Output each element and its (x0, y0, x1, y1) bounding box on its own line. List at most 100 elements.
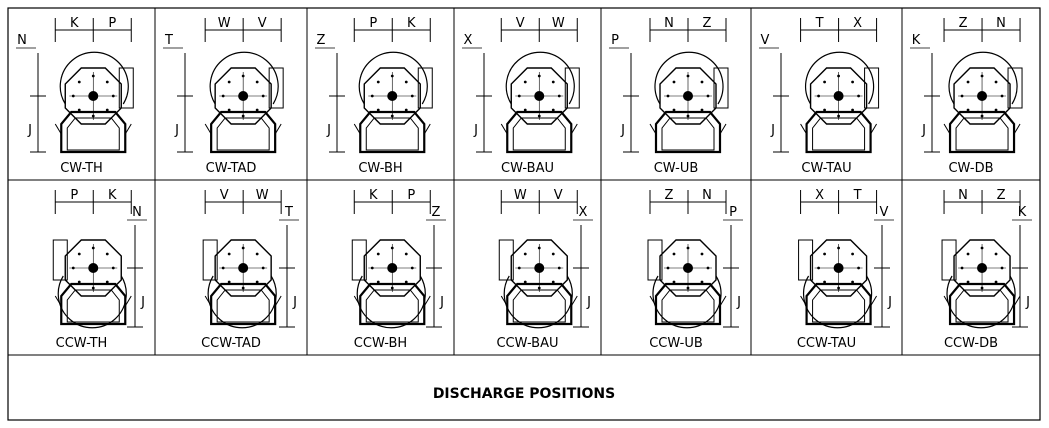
shaft (238, 263, 249, 273)
dimension-label: J (473, 123, 478, 138)
bolt-dot (980, 246, 984, 250)
bolt-dot (241, 74, 245, 78)
position-label: CCW-TAU (797, 336, 856, 351)
outlet (202, 239, 218, 281)
bolt-dot (686, 286, 690, 290)
base-frame-inner (365, 289, 419, 323)
bolt-dot (823, 80, 826, 84)
bolt-dot (105, 252, 109, 256)
bolt-dot (1000, 266, 1004, 270)
dimension-label: K (407, 16, 416, 31)
foot (124, 123, 132, 135)
shaft (387, 91, 398, 101)
bolt-dot (851, 280, 854, 284)
shaft (833, 91, 844, 101)
bolt-dot (837, 114, 840, 118)
dimension-label: J (292, 295, 297, 310)
bolt-dot (105, 108, 109, 112)
housing-octagon (953, 67, 1011, 125)
housing-octagon (214, 239, 272, 297)
bolt-dot (241, 114, 245, 118)
bolt-dot (261, 266, 265, 270)
shaft (683, 91, 693, 101)
foot (570, 123, 578, 135)
foot (870, 123, 878, 135)
bolt-dot (851, 108, 854, 112)
foot (870, 295, 878, 307)
housing-scroll (209, 51, 279, 105)
foot (124, 295, 132, 307)
bolt-dot (111, 94, 115, 98)
base-frame-inner (365, 117, 419, 151)
base-frame-inner (512, 289, 566, 323)
dimension-label: K (912, 33, 921, 48)
bolt-dot (817, 266, 820, 270)
position-label: CCW-TAD (201, 336, 261, 351)
bolt-dot (523, 80, 527, 84)
bolt-dot (261, 94, 265, 98)
bolt-dot (700, 252, 704, 256)
bolt-dot (823, 280, 826, 284)
dimension-label: V (880, 205, 889, 220)
bolt-dot (370, 266, 374, 270)
bolt-dot (966, 280, 970, 284)
foot (500, 295, 508, 307)
dimension-label: N (132, 205, 142, 220)
bolt-dot (227, 280, 231, 284)
shaft (88, 263, 99, 273)
bolt-dot (404, 280, 408, 284)
bolt-dot (537, 114, 541, 118)
dimension-label: J (174, 123, 179, 138)
bolt-dot (111, 266, 115, 270)
position-label: CCW-DB (944, 336, 998, 351)
foot (800, 295, 808, 307)
foot (204, 295, 212, 307)
bolt-dot (537, 286, 541, 290)
dimension-label: P (611, 33, 619, 48)
housing-octagon (510, 67, 568, 125)
bolt-dot (966, 80, 970, 84)
dimension-label: N (702, 188, 712, 203)
outlet (564, 67, 580, 109)
shaft (833, 263, 844, 273)
housing-octagon (659, 239, 717, 297)
bolt-dot (255, 252, 259, 256)
dimension-label: Z (703, 16, 712, 31)
bolt-dot (672, 252, 676, 256)
dimension-label: V (220, 188, 229, 203)
base-frame-inner (216, 117, 270, 151)
bolt-dot (523, 280, 527, 284)
foot (719, 123, 727, 135)
base-frame (805, 110, 872, 154)
bolt-dot (77, 280, 81, 284)
bolt-dot (517, 266, 521, 270)
bolt-dot (966, 108, 970, 112)
bolt-dot (537, 74, 541, 78)
dimension-label: J (736, 295, 741, 310)
foot (719, 295, 727, 307)
bolt-dot (994, 80, 998, 84)
dimension-label: W (218, 16, 231, 31)
housing-scroll (804, 51, 875, 105)
base-frame (948, 110, 1016, 154)
bolt-dot (376, 252, 380, 256)
position-label: CW-BH (358, 161, 402, 176)
dimension-label: J (620, 123, 625, 138)
bolt-dot (551, 280, 555, 284)
bolt-dot (390, 286, 394, 290)
bolt-dot (700, 108, 704, 112)
shaft (977, 91, 988, 101)
dimension-label: W (514, 188, 527, 203)
foot (1013, 295, 1021, 307)
bolt-dot (551, 108, 555, 112)
bolt-dot (672, 108, 676, 112)
dimension-label: P (70, 188, 78, 203)
foot (204, 123, 212, 135)
foot (274, 295, 282, 307)
bolt-dot (390, 114, 394, 118)
bolt-dot (77, 252, 81, 256)
bolt-dot (376, 80, 380, 84)
bolt-dot (672, 280, 676, 284)
